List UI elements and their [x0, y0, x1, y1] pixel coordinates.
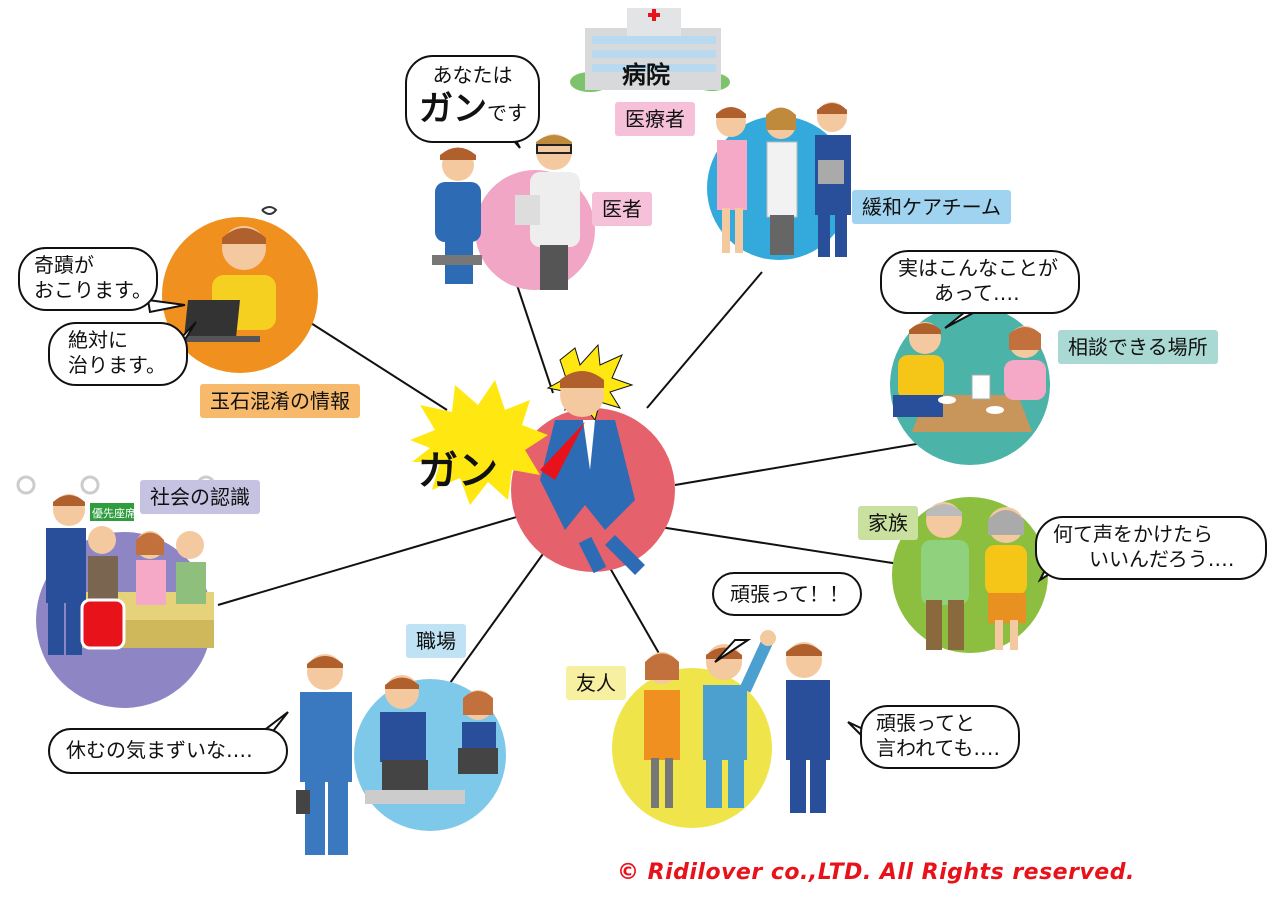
- bubble-friend-reply-line1: 頑張ってと: [876, 711, 975, 735]
- bubble-consult: 実はこんなことが あって‥‥: [880, 250, 1080, 314]
- label-info: 玉石混淆の情報: [200, 384, 360, 418]
- bubble-info-miracle-line1: 奇蹟が: [34, 253, 94, 277]
- bubble-info-miracle: 奇蹟が おこります。: [18, 247, 158, 311]
- workplace-illustration: [296, 654, 498, 855]
- label-friend: 友人: [566, 666, 626, 700]
- priority-seat-sign: 優先座席: [92, 507, 136, 520]
- label-medical: 医療者: [615, 102, 695, 136]
- friends-illustration: [644, 630, 830, 813]
- bubble-family: 何て声をかけたら いいんだろう‥‥: [1035, 516, 1267, 580]
- line-info: [302, 317, 448, 411]
- gan-burst-icon: [410, 380, 548, 505]
- bubble-consult-line2: あって‥‥: [934, 281, 1020, 305]
- bubble-doctor-tail: です: [487, 101, 527, 125]
- palliative-team-illustration: [716, 102, 851, 257]
- hospital-label: 病院: [622, 61, 670, 89]
- label-family: 家族: [858, 506, 918, 540]
- train-seat-illustration: [16, 475, 216, 655]
- friend-circle: [612, 668, 772, 828]
- hospital-icon: [570, 8, 730, 92]
- bubble-family-line1: 何て声をかけたら: [1053, 522, 1213, 546]
- line-family: [659, 526, 913, 567]
- label-doctor: 医者: [592, 192, 652, 226]
- center-person-illustration: [540, 371, 645, 575]
- bubble-work: 休むの気まずいな‥‥: [48, 728, 288, 774]
- copyright-notice: © Ridilover co.,LTD. All Rights reserved…: [617, 860, 1135, 885]
- consultation-illustration: [893, 322, 1046, 432]
- bubble-doctor-line1: あなたは: [432, 63, 513, 87]
- bubble-friend-cheer-text: 頑張って！！: [730, 582, 849, 606]
- bubble-friend-reply: 頑張ってと 言われても‥‥: [860, 705, 1020, 769]
- label-society: 社会の認識: [140, 480, 260, 514]
- bubble-doctor-big: ガン: [419, 89, 487, 129]
- bubble-family-line2: いいんだろう‥‥: [1089, 547, 1235, 571]
- line-society: [217, 512, 531, 606]
- bubble-info-cure: 絶対に 治ります。: [48, 322, 188, 386]
- bubble-consult-line1: 実はこんなことが: [898, 256, 1058, 280]
- line-work: [444, 539, 554, 691]
- line-consult: [674, 439, 941, 486]
- label-consult: 相談できる場所: [1058, 330, 1218, 364]
- doctor-illustration: [432, 134, 580, 290]
- connector-lines: [217, 269, 941, 691]
- label-palliative: 緩和ケアチーム: [852, 190, 1011, 224]
- label-work: 職場: [406, 624, 466, 658]
- family-illustration: [921, 502, 1027, 650]
- bubble-doctor: あなたは ガンです: [405, 55, 540, 143]
- line-palliative: [646, 271, 763, 409]
- line-doctor: [511, 269, 554, 394]
- bubble-info-miracle-line2: おこります。: [34, 278, 152, 302]
- bubble-friend-cheer: 頑張って！！: [712, 572, 862, 616]
- bubble-info-cure-line2: 治ります。: [68, 353, 166, 377]
- info-seeker-illustration: [180, 206, 278, 342]
- bubble-work-text: 休むの気まずいな‥‥: [66, 738, 253, 762]
- gan-exclaim: ガン: [418, 448, 498, 494]
- bubble-info-cure-line1: 絶対に: [68, 328, 128, 352]
- bubble-friend-reply-line2: 言われても‥‥: [876, 736, 1001, 760]
